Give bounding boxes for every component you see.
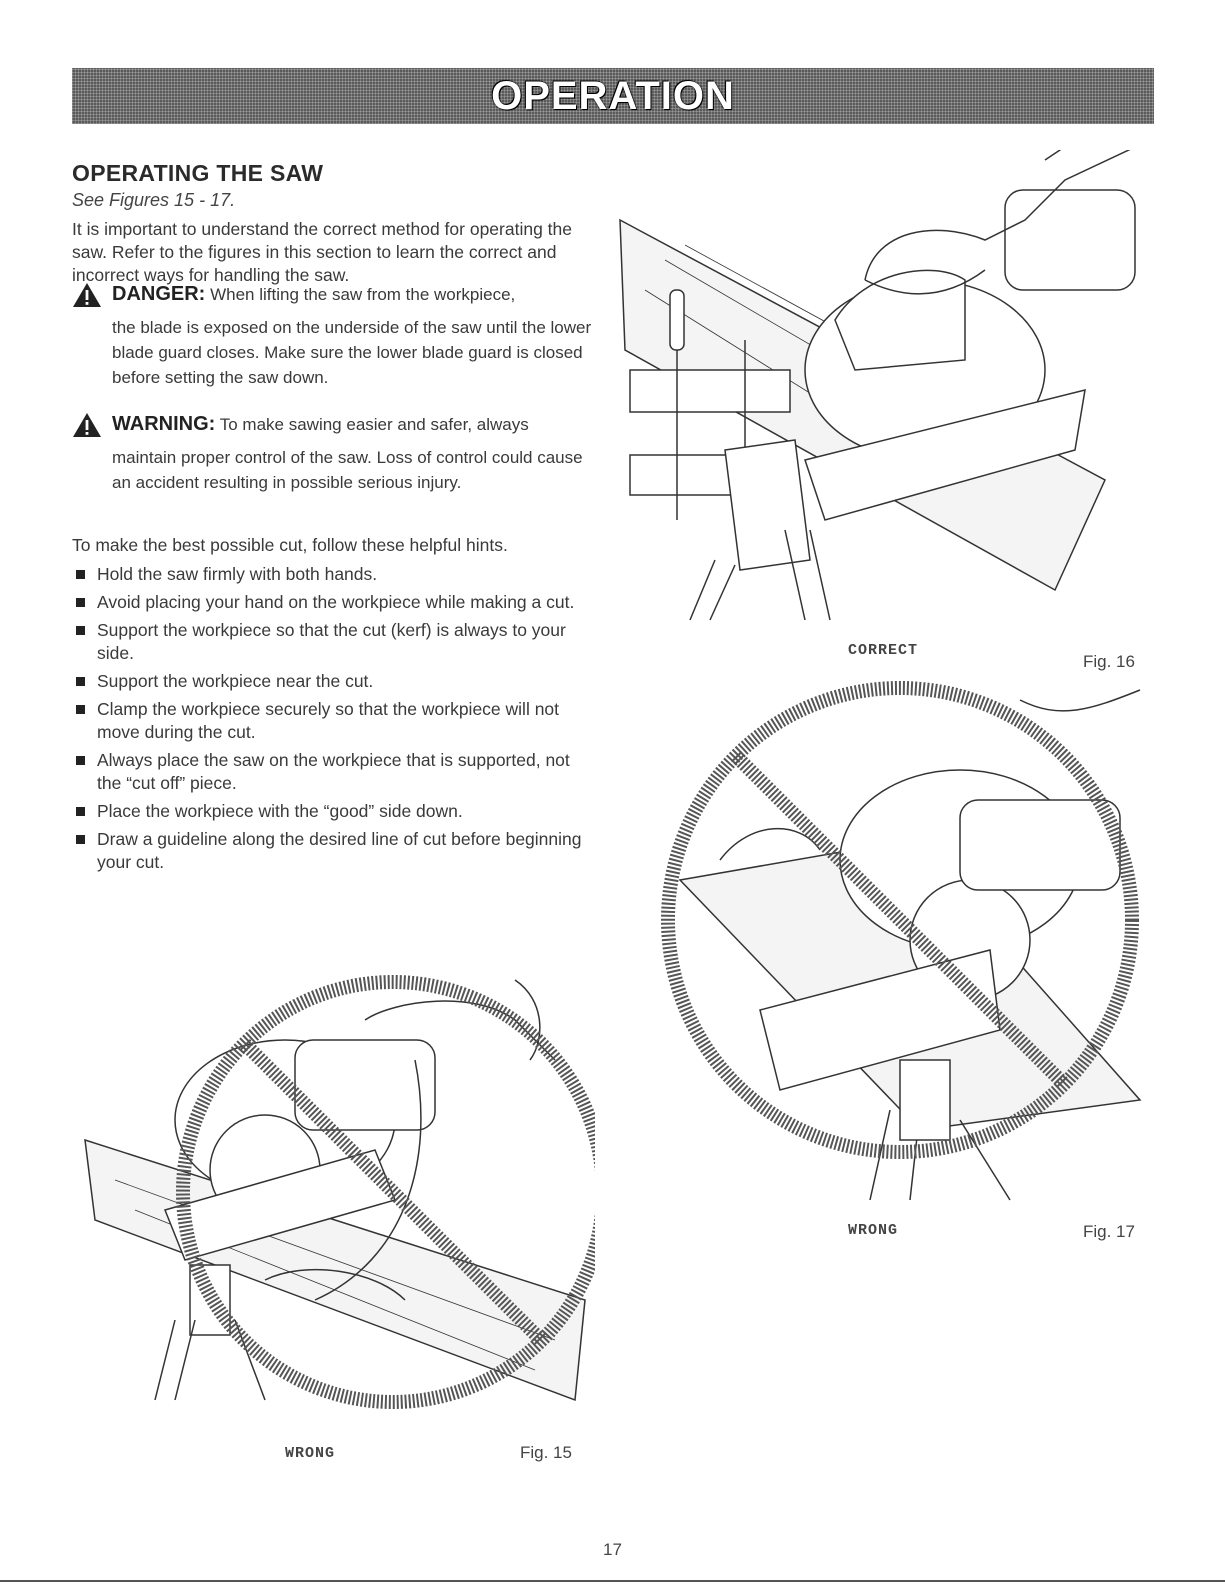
list-item: Avoid placing your hand on the workpiece… (72, 591, 592, 614)
list-item: Draw a guideline along the desired line … (72, 828, 592, 874)
figure-15-status: WRONG (285, 1445, 336, 1462)
figure-17-label: Fig. 17 (1083, 1222, 1135, 1241)
warning-body: maintain proper control of the saw. Loss… (112, 448, 583, 492)
bullet-icon (76, 835, 85, 844)
list-item: Hold the saw firmly with both hands. (72, 563, 592, 586)
bullet-icon (76, 570, 85, 579)
section-banner: OPERATION (72, 68, 1154, 124)
figure-16-status: CORRECT (848, 642, 919, 659)
warning-notice: WARNING: To make sawing easier and safer… (72, 412, 592, 495)
hints-lead: To make the best possible cut, follow th… (72, 535, 508, 555)
warning-triangle-icon (72, 412, 112, 445)
figure-reference: See Figures 15 - 17. (72, 190, 236, 210)
danger-notice: DANGER: When lifting the saw from the wo… (72, 282, 592, 390)
bullet-icon (76, 677, 85, 686)
bullet-icon (76, 807, 85, 816)
warning-first-line: To make sawing easier and safer, always (219, 415, 529, 434)
section-title: OPERATING THE SAW (72, 160, 324, 186)
bullet-icon (76, 598, 85, 607)
bullet-icon (76, 756, 85, 765)
warning-keyword: WARNING: (112, 413, 216, 435)
figure-16-label: Fig. 16 (1083, 652, 1135, 671)
bullet-icon (76, 705, 85, 714)
hints-list: Hold the saw firmly with both hands. Avo… (72, 563, 592, 874)
page-bottom-rule (0, 1580, 1225, 1582)
figure-17-status: WRONG (848, 1222, 899, 1239)
danger-body: the blade is exposed on the underside of… (112, 318, 592, 387)
danger-keyword: DANGER: (112, 283, 206, 305)
hints-section: To make the best possible cut, follow th… (72, 534, 592, 879)
list-item: Place the workpiece with the “good” side… (72, 800, 592, 823)
list-item: Support the workpiece so that the cut (k… (72, 619, 592, 665)
list-item: Always place the saw on the workpiece th… (72, 749, 592, 795)
page-number: 17 (603, 1540, 622, 1559)
figure-16-illustration (619, 150, 1136, 621)
list-item: Clamp the workpiece securely so that the… (72, 698, 592, 744)
figure-17-illustration (661, 681, 1142, 1201)
warning-triangle-icon (72, 282, 112, 315)
intro-paragraph: It is important to understand the correc… (72, 219, 572, 285)
list-item: Support the workpiece near the cut. (72, 670, 592, 693)
banner-title: OPERATION (491, 73, 735, 118)
bullet-icon (76, 626, 85, 635)
figure-15-label: Fig. 15 (520, 1443, 572, 1462)
danger-first-line: When lifting the saw from the workpiece, (210, 285, 516, 304)
figure-15-illustration (84, 975, 595, 1409)
